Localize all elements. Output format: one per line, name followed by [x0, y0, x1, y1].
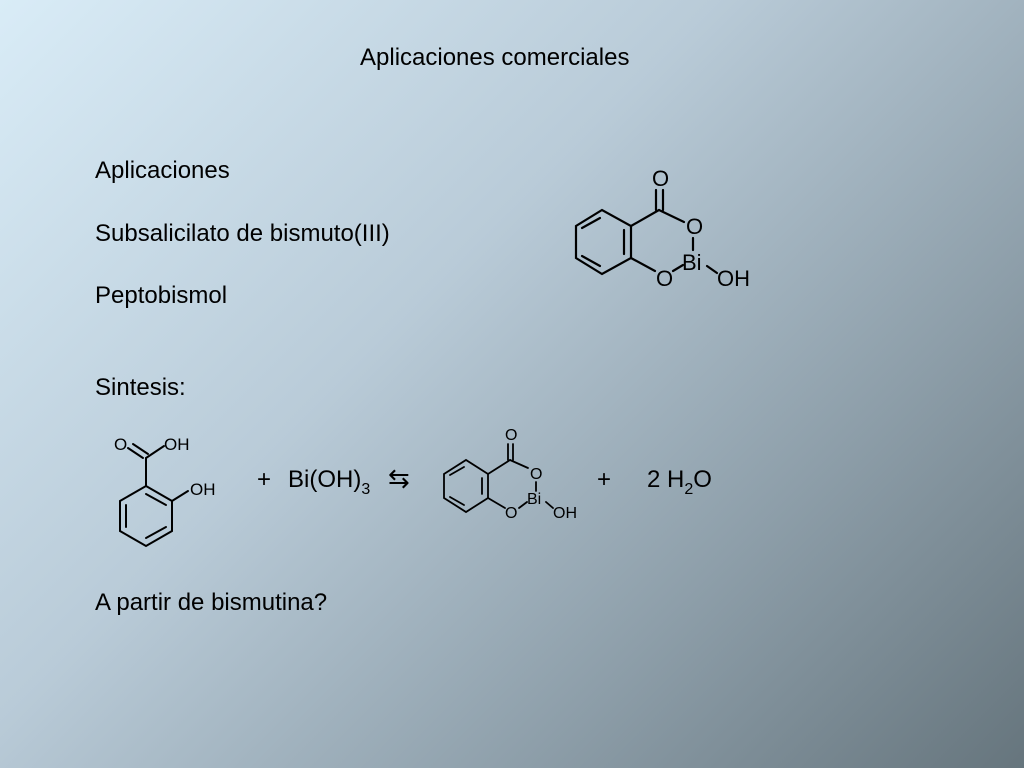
- water-coef: 2 H: [647, 466, 685, 493]
- bismuth-hydroxide-subscript: 3: [361, 481, 371, 498]
- ring-o1-label: O: [686, 214, 703, 239]
- product-carbonyl-o-label: O: [505, 427, 517, 444]
- carbonyl-o-label: O: [652, 166, 669, 191]
- brand-name: Peptobismol: [95, 282, 228, 309]
- equilibrium-arrows: ⇆: [388, 463, 410, 493]
- bismuth-subsalicylate-structure: O O Bi O OH: [574, 166, 750, 291]
- plus-sign: +: [257, 466, 272, 493]
- product-bismuth-label: Bi: [527, 491, 541, 508]
- compound-name: Subsalicilato de bismuto(III): [95, 220, 390, 247]
- bismuthine-question: A partir de bismutina?: [95, 589, 328, 616]
- bismuth-hydroxide: Bi(OH)3: [288, 466, 371, 498]
- synthesis-heading: Sintesis:: [95, 374, 186, 401]
- salicylic-acid-structure: O OH OH: [114, 435, 216, 548]
- acid-oh-label: OH: [164, 435, 190, 454]
- water-tail: O: [693, 466, 712, 493]
- plus-sign-2: +: [597, 466, 612, 493]
- bismuth-label: Bi: [682, 250, 702, 275]
- product-ring-o2-label: O: [505, 505, 517, 522]
- phenol-oh-label: OH: [190, 480, 216, 499]
- acid-o-label: O: [114, 435, 127, 454]
- ring-o2-label: O: [656, 266, 673, 291]
- hydroxyl-label: OH: [717, 266, 750, 291]
- water-subscript: 2: [684, 481, 694, 498]
- product-hydroxyl-label: OH: [553, 505, 577, 522]
- product-ring-o1-label: O: [530, 466, 542, 483]
- product-structure: O O Bi O OH: [443, 427, 577, 522]
- bismuth-hydroxide-main: Bi(OH): [288, 466, 362, 493]
- slide-title: Aplicaciones comerciales: [360, 44, 630, 71]
- water-product: 2 H2O: [647, 466, 712, 498]
- applications-heading: Aplicaciones: [95, 157, 230, 184]
